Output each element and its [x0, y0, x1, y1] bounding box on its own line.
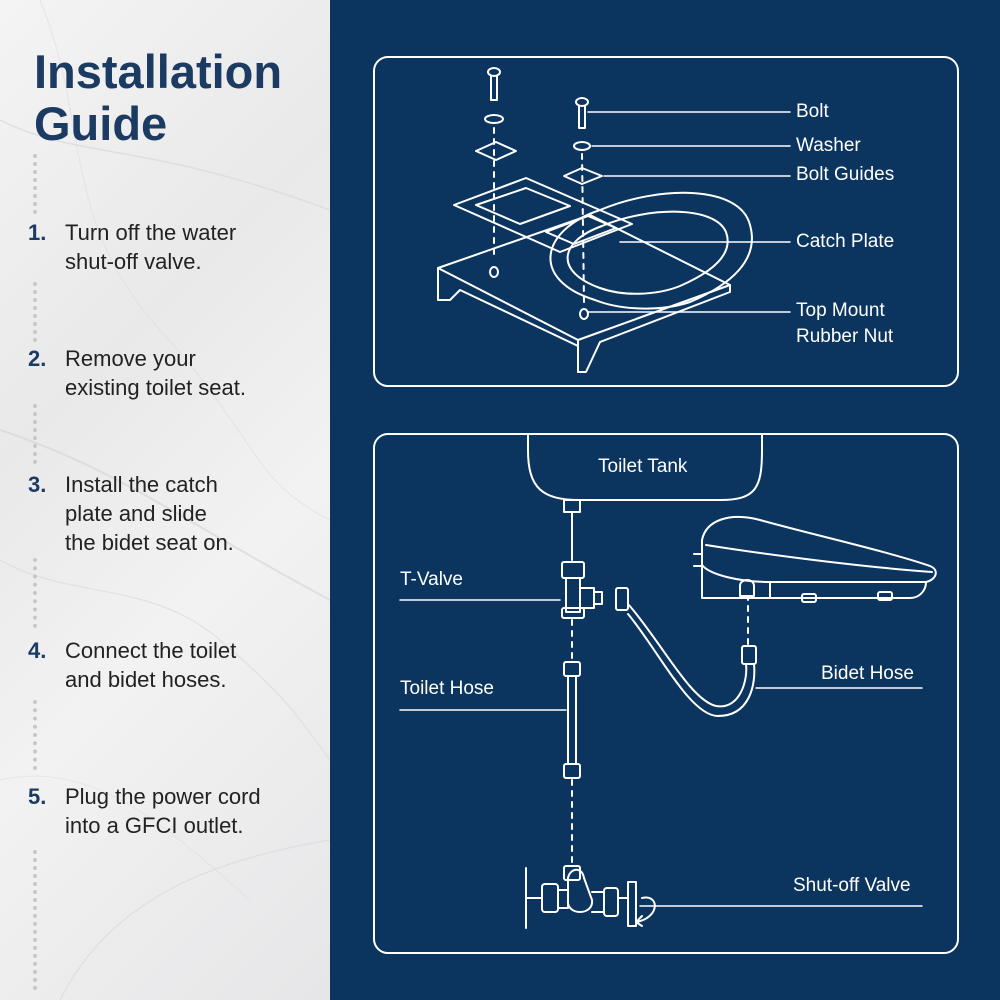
label-t-valve: T-Valve — [400, 569, 464, 590]
step-text: Remove your existing toilet seat. — [65, 346, 246, 400]
right-bolt-stack — [563, 97, 603, 320]
shutoff-valve-drawing — [525, 865, 656, 929]
toilet-tank-outline — [527, 434, 763, 501]
label-toilet-hose: Toilet Hose — [400, 678, 494, 699]
catch-plate — [453, 177, 633, 253]
instructions-panel: Installation Guide 1. Turn off the water… — [0, 0, 330, 1000]
dotted-connector — [33, 850, 41, 990]
step-number: 1. — [28, 220, 47, 245]
label-toilet-tank: Toilet Tank — [598, 456, 688, 477]
tank-outlet — [563, 499, 581, 513]
plumbing-diagram-frame — [373, 433, 959, 954]
title-line-2: Guide — [34, 97, 168, 150]
label-bolt: Bolt — [796, 101, 829, 122]
bidet-seat-drawing — [693, 515, 937, 603]
label-shutoff-valve: Shut-off Valve — [793, 875, 911, 896]
plumbing-leader-lines — [399, 599, 923, 907]
step-text: Turn off the water shut-off valve. — [65, 220, 237, 274]
step-number: 2. — [28, 346, 47, 371]
diagram-panel: Bolt Washer Bolt Guides Catch Plate Top … — [330, 0, 1000, 1000]
label-rubber-nut-line-2: Rubber Nut — [796, 326, 894, 347]
marble-texture — [0, 0, 330, 1000]
label-bidet-hose: Bidet Hose — [821, 663, 914, 684]
label-bolt-guides: Bolt Guides — [796, 164, 895, 185]
page-title: Installation Guide — [34, 46, 282, 150]
dotted-connector — [33, 700, 41, 770]
base-block — [437, 214, 731, 373]
dotted-connector — [33, 558, 41, 628]
step-text: Install the catch plate and slide the bi… — [65, 472, 234, 555]
toilet-hose-drawing — [563, 661, 581, 779]
mounting-leader-lines — [587, 111, 791, 313]
label-catch-plate: Catch Plate — [796, 231, 895, 252]
bidet-hose-drawing — [627, 603, 757, 717]
seat-ring-outline — [549, 191, 753, 310]
left-bolt-stack — [475, 67, 517, 278]
label-rubber-nut-line-1: Top Mount — [796, 300, 885, 321]
label-washer: Washer — [796, 135, 861, 156]
step-number: 5. — [28, 784, 47, 809]
dotted-connector — [33, 404, 41, 464]
step-number: 4. — [28, 638, 47, 663]
dotted-connector — [33, 282, 41, 342]
step-text: Plug the power cord into a GFCI outlet. — [65, 784, 261, 838]
dotted-connector — [33, 154, 41, 214]
bolt-axis-lines — [493, 127, 585, 303]
title-line-1: Installation — [34, 45, 283, 98]
step-text: Connect the toilet and bidet hoses. — [65, 638, 237, 692]
diagram-art — [373, 56, 959, 954]
step-number: 3. — [28, 472, 47, 497]
t-valve-drawing — [561, 561, 629, 619]
mounting-diagram-frame — [373, 56, 959, 387]
